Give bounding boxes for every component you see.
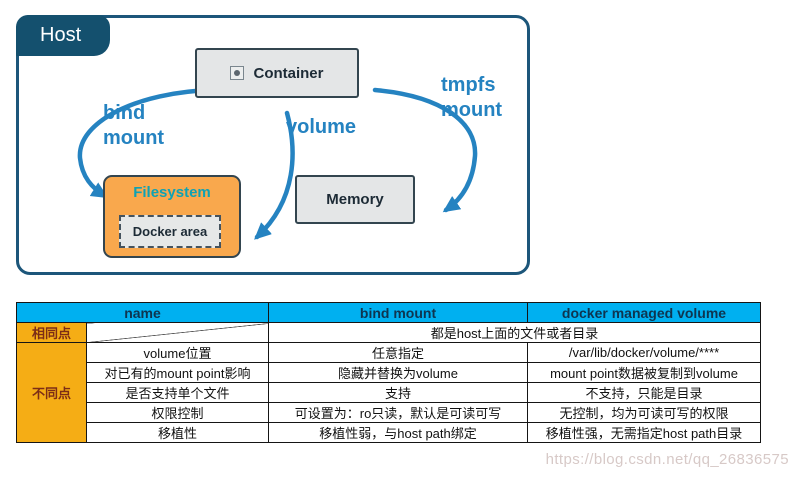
- memory-label: Memory: [326, 191, 384, 208]
- filesystem-node: Filesystem Docker area: [103, 175, 241, 258]
- cell-docker-volume: mount point数据被复制到volume: [527, 362, 762, 383]
- table-row-portability: 移植性 移植性弱，与host path绑定 移植性强，无需指定host path…: [17, 422, 762, 443]
- arrows-canvas: [77, 87, 478, 240]
- same-points-label: 相同点: [16, 322, 87, 343]
- container-icon: [230, 66, 245, 80]
- bind-mount-arrow: [77, 87, 216, 199]
- diff-points-label: 不同点: [16, 342, 87, 443]
- volume-label-text: volume: [286, 116, 357, 138]
- cell-bind-mount: 支持: [268, 382, 529, 403]
- table-row-mount-point-effect: 对已有的mount point影响 隐藏并替换为volume mount poi…: [17, 362, 762, 383]
- table-row-single-file-support: 是否支持单个文件 支持 不支持，只能是目录: [17, 382, 762, 403]
- tmpfs-mount-arrow-label: tmpfs mount: [441, 73, 502, 123]
- cell-name: 是否支持单个文件: [85, 382, 270, 403]
- cell-docker-volume: 无控制，均为可读可写的权限: [527, 402, 762, 423]
- container-label: Container: [253, 64, 324, 82]
- cell-bind-mount: 隐藏并替换为volume: [268, 362, 529, 383]
- docker-area-node: Docker area: [119, 215, 221, 248]
- cell-docker-volume: /var/lib/docker/volume/****: [527, 342, 762, 363]
- tmpfs-label-line2: mount: [441, 99, 503, 121]
- table-header-row: name bind mount docker managed volume: [15, 302, 762, 323]
- cell-bind-mount: 移植性弱，与host path绑定: [268, 422, 529, 443]
- header-cell-bind-mount: bind mount: [268, 302, 529, 323]
- header-cell-name: name: [15, 302, 270, 323]
- host-tab: Host: [16, 15, 110, 56]
- bind-mount-arrow-label: bind mount: [103, 101, 164, 151]
- cell-bind-mount: 可设置为：ro只读，默认是可读可写: [268, 402, 529, 423]
- container-node: Container: [195, 48, 359, 98]
- docker-area-label: Docker area: [132, 224, 208, 239]
- cell-name: volume位置: [85, 342, 270, 363]
- cell-docker-volume: 移植性强，无需指定host path目录: [527, 422, 762, 443]
- same-points-value: 都是host上面的文件或者目录: [268, 322, 762, 343]
- filesystem-label: Filesystem: [133, 184, 211, 201]
- cell-docker-volume: 不支持，只能是目录: [527, 382, 762, 403]
- comparison-table: name bind mount docker managed volume 相同…: [15, 302, 762, 443]
- header-cell-docker-managed-volume: docker managed volume: [527, 302, 762, 323]
- tmpfs-label-line1: tmpfs: [441, 74, 496, 96]
- cell-name: 对已有的mount point影响: [85, 362, 270, 383]
- bind-mount-label-line2: mount: [103, 127, 165, 149]
- container-icon-dot: [234, 70, 241, 76]
- same-points-row: 相同点 都是host上面的文件或者目录: [16, 322, 762, 343]
- tmpfs-mount-arrow: [372, 87, 478, 213]
- bind-mount-label-line1: bind: [103, 102, 146, 124]
- table-row-permission-control: 权限控制 可设置为：ro只读，默认是可读可写 无控制，均为可读可写的权限: [17, 402, 762, 423]
- csdn-watermark: https://blog.csdn.net/qq_26836575: [545, 451, 789, 468]
- cell-bind-mount: 任意指定: [268, 342, 529, 363]
- volume-arrow: [254, 110, 295, 240]
- diagonal-strikethrough-cell: [85, 322, 270, 343]
- host-label: Host: [40, 24, 82, 46]
- cell-name: 移植性: [85, 422, 270, 443]
- table-row-volume-location: 不同点 volume位置 任意指定 /var/lib/docker/volume…: [16, 342, 762, 443]
- host-diagram-panel: Container Memory Filesystem Docker area …: [16, 15, 530, 275]
- volume-arrow-label: volume: [286, 115, 356, 140]
- cell-name: 权限控制: [85, 402, 270, 423]
- memory-node: Memory: [295, 175, 415, 224]
